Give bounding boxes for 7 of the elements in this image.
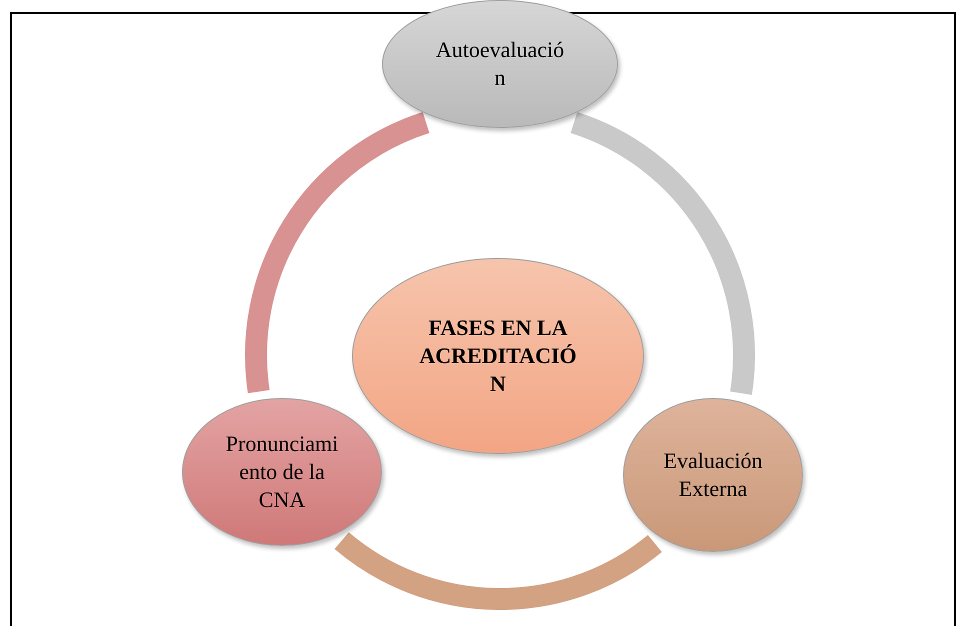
phase-label: Autoevaluació n — [434, 36, 566, 92]
phase-label: Pronunciami ento de la CNA — [224, 430, 340, 514]
ring-arc — [335, 532, 662, 610]
phase-label: Evaluación Externa — [662, 447, 764, 503]
diagram-heading: FASES EN LA ACREDITACIÓ N — [418, 314, 578, 398]
ring-arc — [245, 112, 430, 393]
ring-arc — [570, 112, 755, 394]
